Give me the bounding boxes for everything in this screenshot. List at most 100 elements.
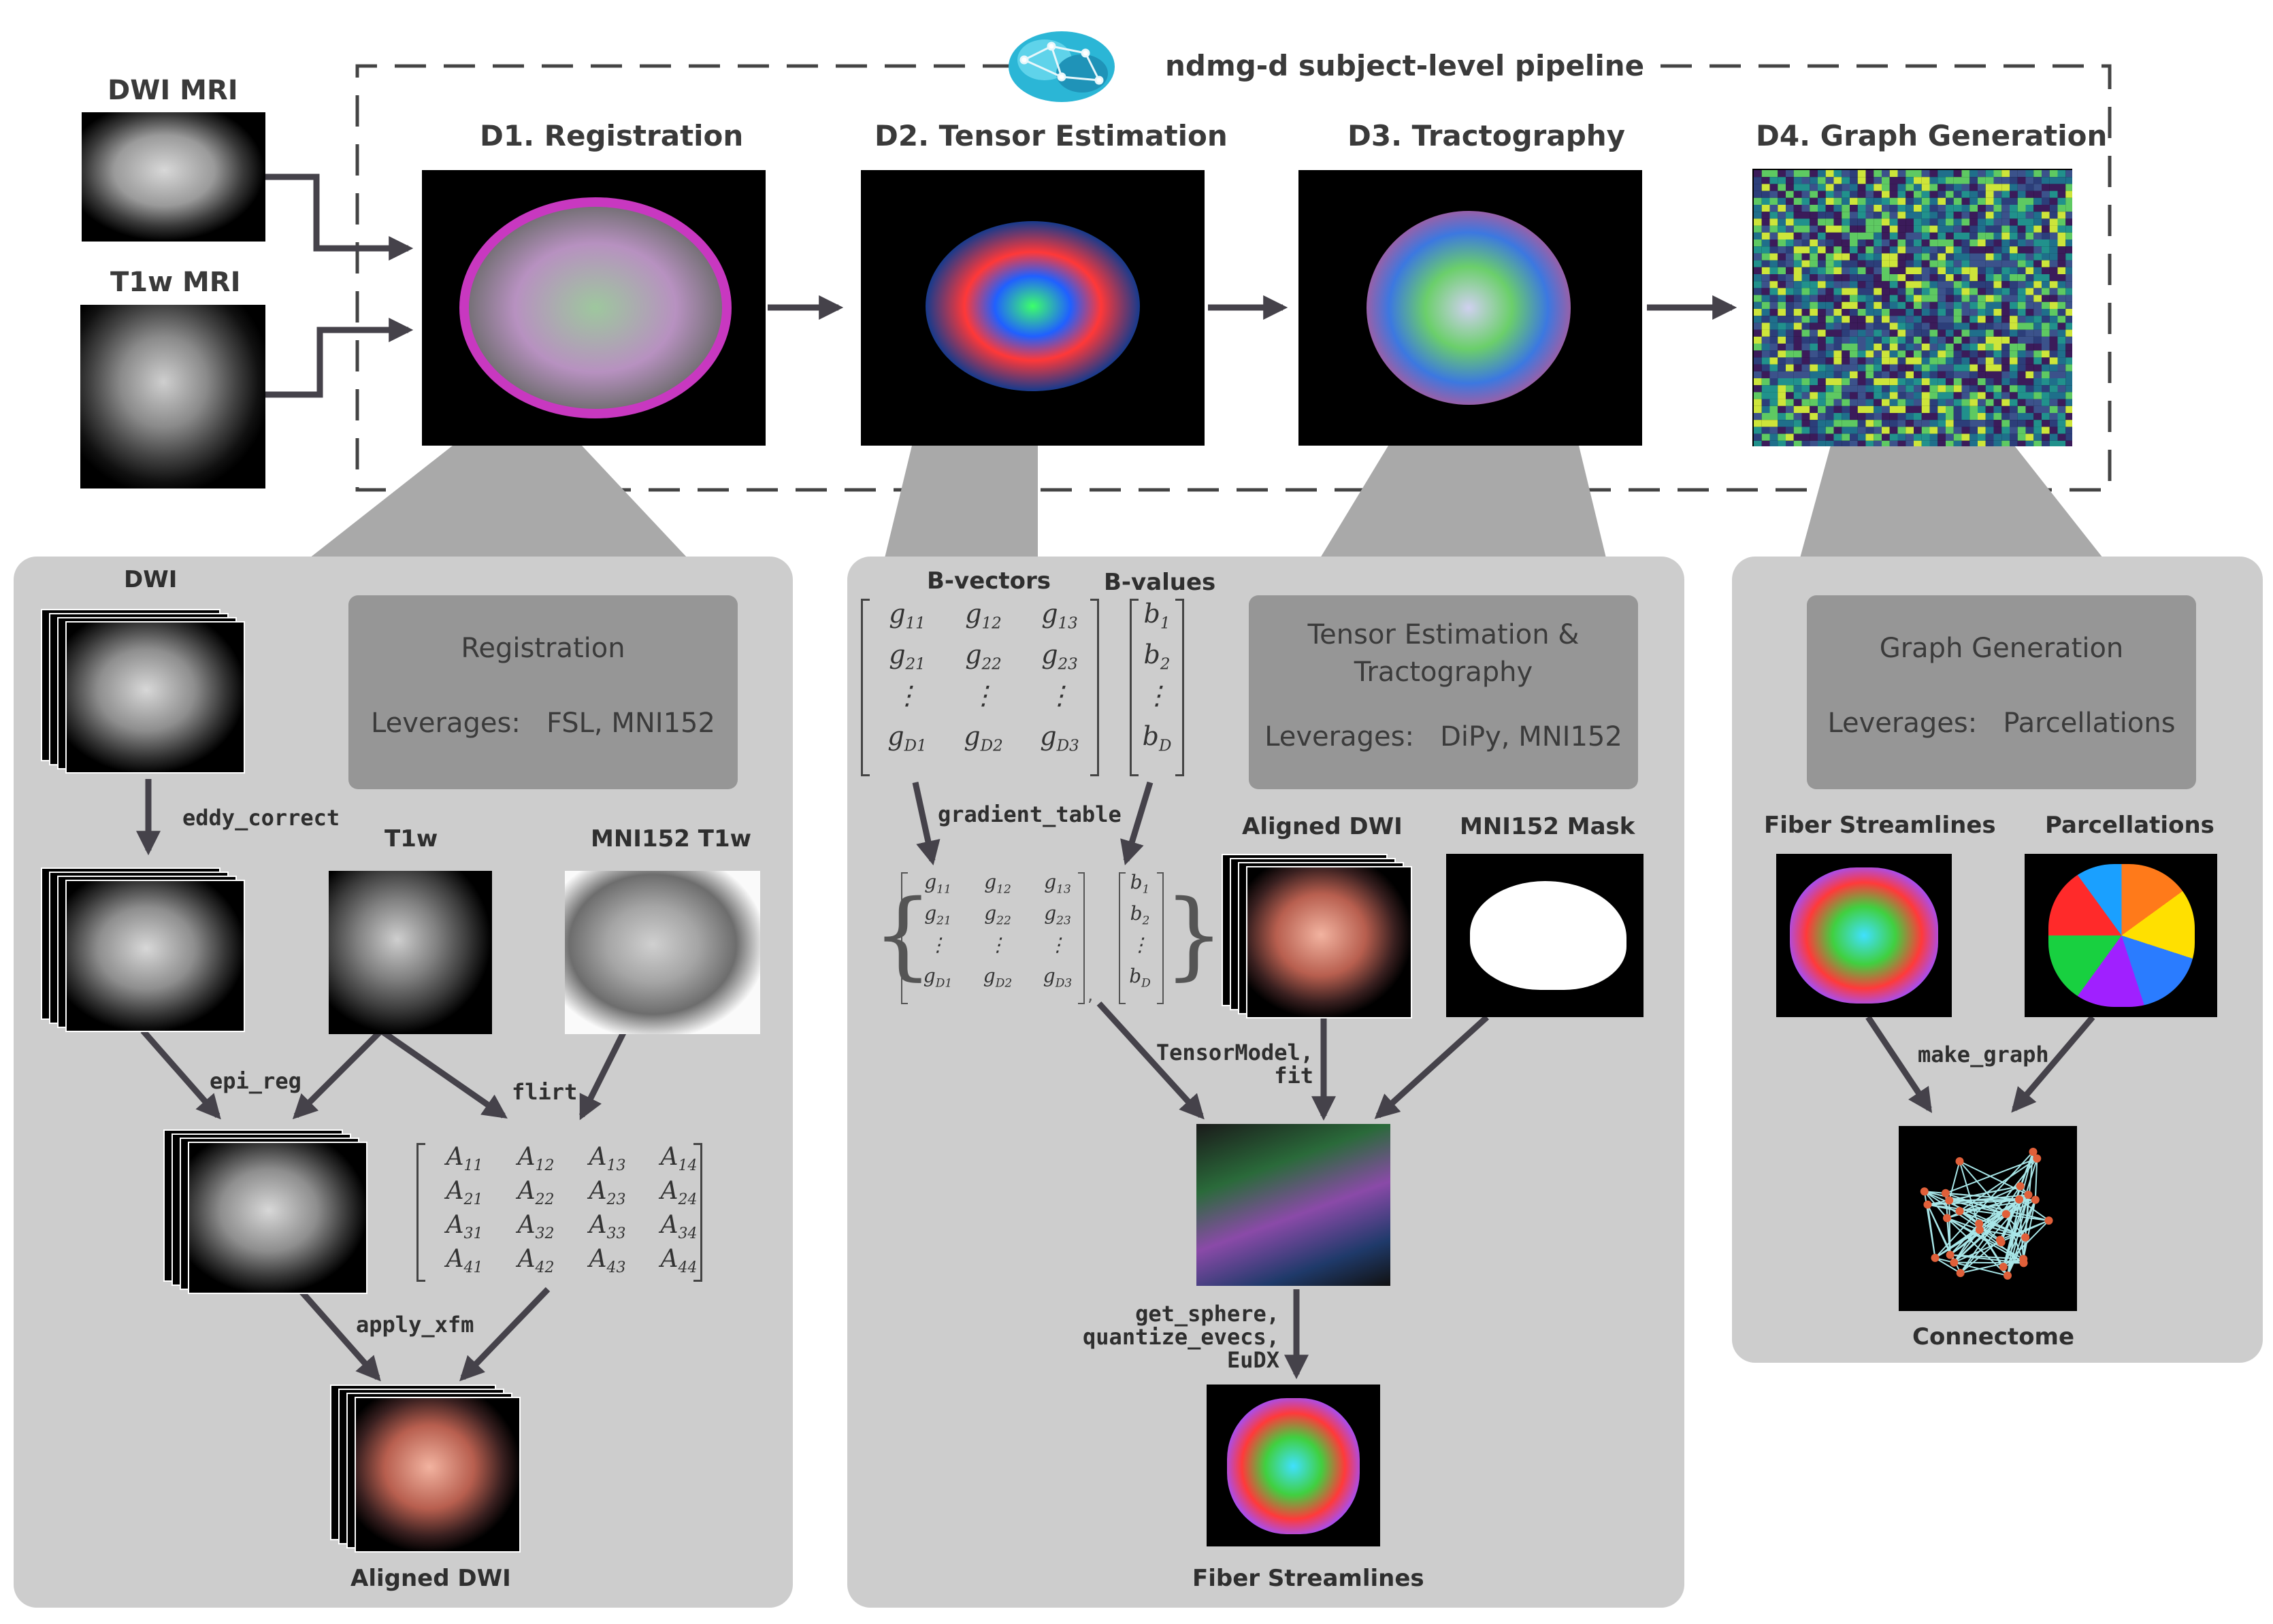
heatmap-cell xyxy=(1929,295,1938,302)
heatmap-cell xyxy=(1882,413,1890,420)
matrix-entry: bD xyxy=(1129,965,1151,991)
heatmap-cell xyxy=(1857,295,1866,302)
heatmap-cell xyxy=(1993,350,2002,358)
heatmap-cell xyxy=(2017,225,2026,233)
heatmap-cell xyxy=(2010,329,2018,337)
heatmap-cell xyxy=(1810,281,1818,288)
heatmap-cell xyxy=(1754,364,1762,371)
heatmap-cell xyxy=(1833,433,1842,441)
heatmap-cell xyxy=(1921,420,1930,427)
tractography-image xyxy=(1298,170,1642,446)
heatmap-cell xyxy=(1769,190,1778,198)
heatmap-cell xyxy=(2010,440,2018,446)
heatmap-cell xyxy=(2001,239,2010,247)
heatmap-cell xyxy=(1946,322,1954,330)
heatmap-cell xyxy=(1946,190,1954,198)
heatmap-cell xyxy=(1921,232,1930,239)
heatmap-cell xyxy=(1985,433,1994,441)
heatmap-cell xyxy=(1897,184,1906,191)
heatmap-cell xyxy=(1929,350,1938,358)
heatmap-cell xyxy=(1833,322,1842,330)
heatmap-cell xyxy=(1842,357,1850,365)
heatmap-cell xyxy=(1906,225,1914,233)
heatmap-cell xyxy=(1937,218,1946,226)
heatmap-cell xyxy=(2065,316,2072,323)
connectome-label: Connectome xyxy=(1912,1323,2075,1350)
heatmap-cell xyxy=(1833,357,1842,365)
heatmap-cell xyxy=(1842,205,1850,212)
heatmap-cell xyxy=(1993,295,2002,302)
heatmap-cell xyxy=(1818,309,1826,316)
heatmap-cell xyxy=(1921,371,1930,378)
heatmap-cell xyxy=(1985,336,1994,344)
heatmap-cell xyxy=(1978,413,1986,420)
heatmap-cell xyxy=(2010,260,2018,267)
heatmap-cell xyxy=(1889,177,1898,184)
heatmap-cell xyxy=(1833,274,1842,282)
heatmap-cell xyxy=(2025,232,2034,239)
heatmap-cell xyxy=(1993,413,2002,420)
heatmap-cell xyxy=(2057,364,2066,371)
heatmap-cell xyxy=(1850,205,1858,212)
heatmap-cell xyxy=(1914,197,1922,205)
heatmap-cell xyxy=(1793,184,1802,191)
heatmap-cell xyxy=(2025,350,2034,358)
heatmap-cell xyxy=(1914,218,1922,226)
heatmap-cell xyxy=(2033,274,2042,282)
heatmap-cell xyxy=(1978,385,1986,393)
t1w-mri-label: T1w MRI xyxy=(110,267,241,298)
heatmap-cell xyxy=(1906,336,1914,344)
heatmap-cell xyxy=(1953,212,1962,219)
heatmap-cell xyxy=(2042,212,2050,219)
heatmap-cell xyxy=(1769,253,1778,261)
heatmap-cell xyxy=(1818,212,1826,219)
heatmap-cell xyxy=(1906,205,1914,212)
connectome-edge xyxy=(1935,1257,1961,1274)
heatmap-cell xyxy=(2033,399,2042,406)
heatmap-cell xyxy=(1865,371,1874,378)
heatmap-cell xyxy=(1897,246,1906,254)
connectome-edge xyxy=(1953,1158,2038,1263)
heatmap-cell xyxy=(2057,427,2066,434)
heatmap-cell xyxy=(1897,440,1906,446)
heatmap-cell xyxy=(1818,413,1826,420)
heatmap-cell xyxy=(2001,385,2010,393)
heatmap-cell xyxy=(1914,350,1922,358)
heatmap-cell xyxy=(1778,225,1786,233)
heatmap-cell xyxy=(2033,239,2042,247)
heatmap-cell xyxy=(2033,281,2042,288)
heatmap-cell xyxy=(1946,301,1954,309)
heatmap-cell xyxy=(1985,225,1994,233)
heatmap-cell xyxy=(1842,405,1850,413)
connectome-node xyxy=(1975,1219,1984,1228)
stage-d3-title: D3. Tractography xyxy=(1347,119,1626,152)
heatmap-cell xyxy=(1978,267,1986,274)
heatmap-cell xyxy=(1786,392,1794,399)
heatmap-cell xyxy=(1921,322,1930,330)
heatmap-cell xyxy=(1978,295,1986,302)
heatmap-cell xyxy=(1801,177,1810,184)
heatmap-cell xyxy=(2017,295,2026,302)
heatmap-cell xyxy=(1778,190,1786,198)
heatmap-cell xyxy=(2065,212,2072,219)
heatmap-cell xyxy=(1818,440,1826,446)
heatmap-cell xyxy=(2042,246,2050,254)
heatmap-cell xyxy=(1761,197,1770,205)
heatmap-cell xyxy=(1953,378,1962,386)
heatmap-cell xyxy=(1857,392,1866,399)
matrix-entry: b1 xyxy=(1143,599,1171,633)
heatmap-cell xyxy=(1754,225,1762,233)
heatmap-cell xyxy=(2025,405,2034,413)
heatmap-cell xyxy=(1961,301,1970,309)
heatmap-cell xyxy=(1865,322,1874,330)
connectome-edge xyxy=(1934,1213,2007,1259)
heatmap-cell xyxy=(1897,267,1906,274)
heatmap-cell xyxy=(1801,246,1810,254)
heatmap-cell xyxy=(1929,440,1938,446)
heatmap-cell xyxy=(2065,392,2072,399)
heatmap-cell xyxy=(1754,405,1762,413)
heatmap-cell xyxy=(1818,357,1826,365)
heatmap-cell xyxy=(1801,427,1810,434)
heatmap-cell xyxy=(1921,246,1930,254)
heatmap-cell xyxy=(1865,433,1874,441)
